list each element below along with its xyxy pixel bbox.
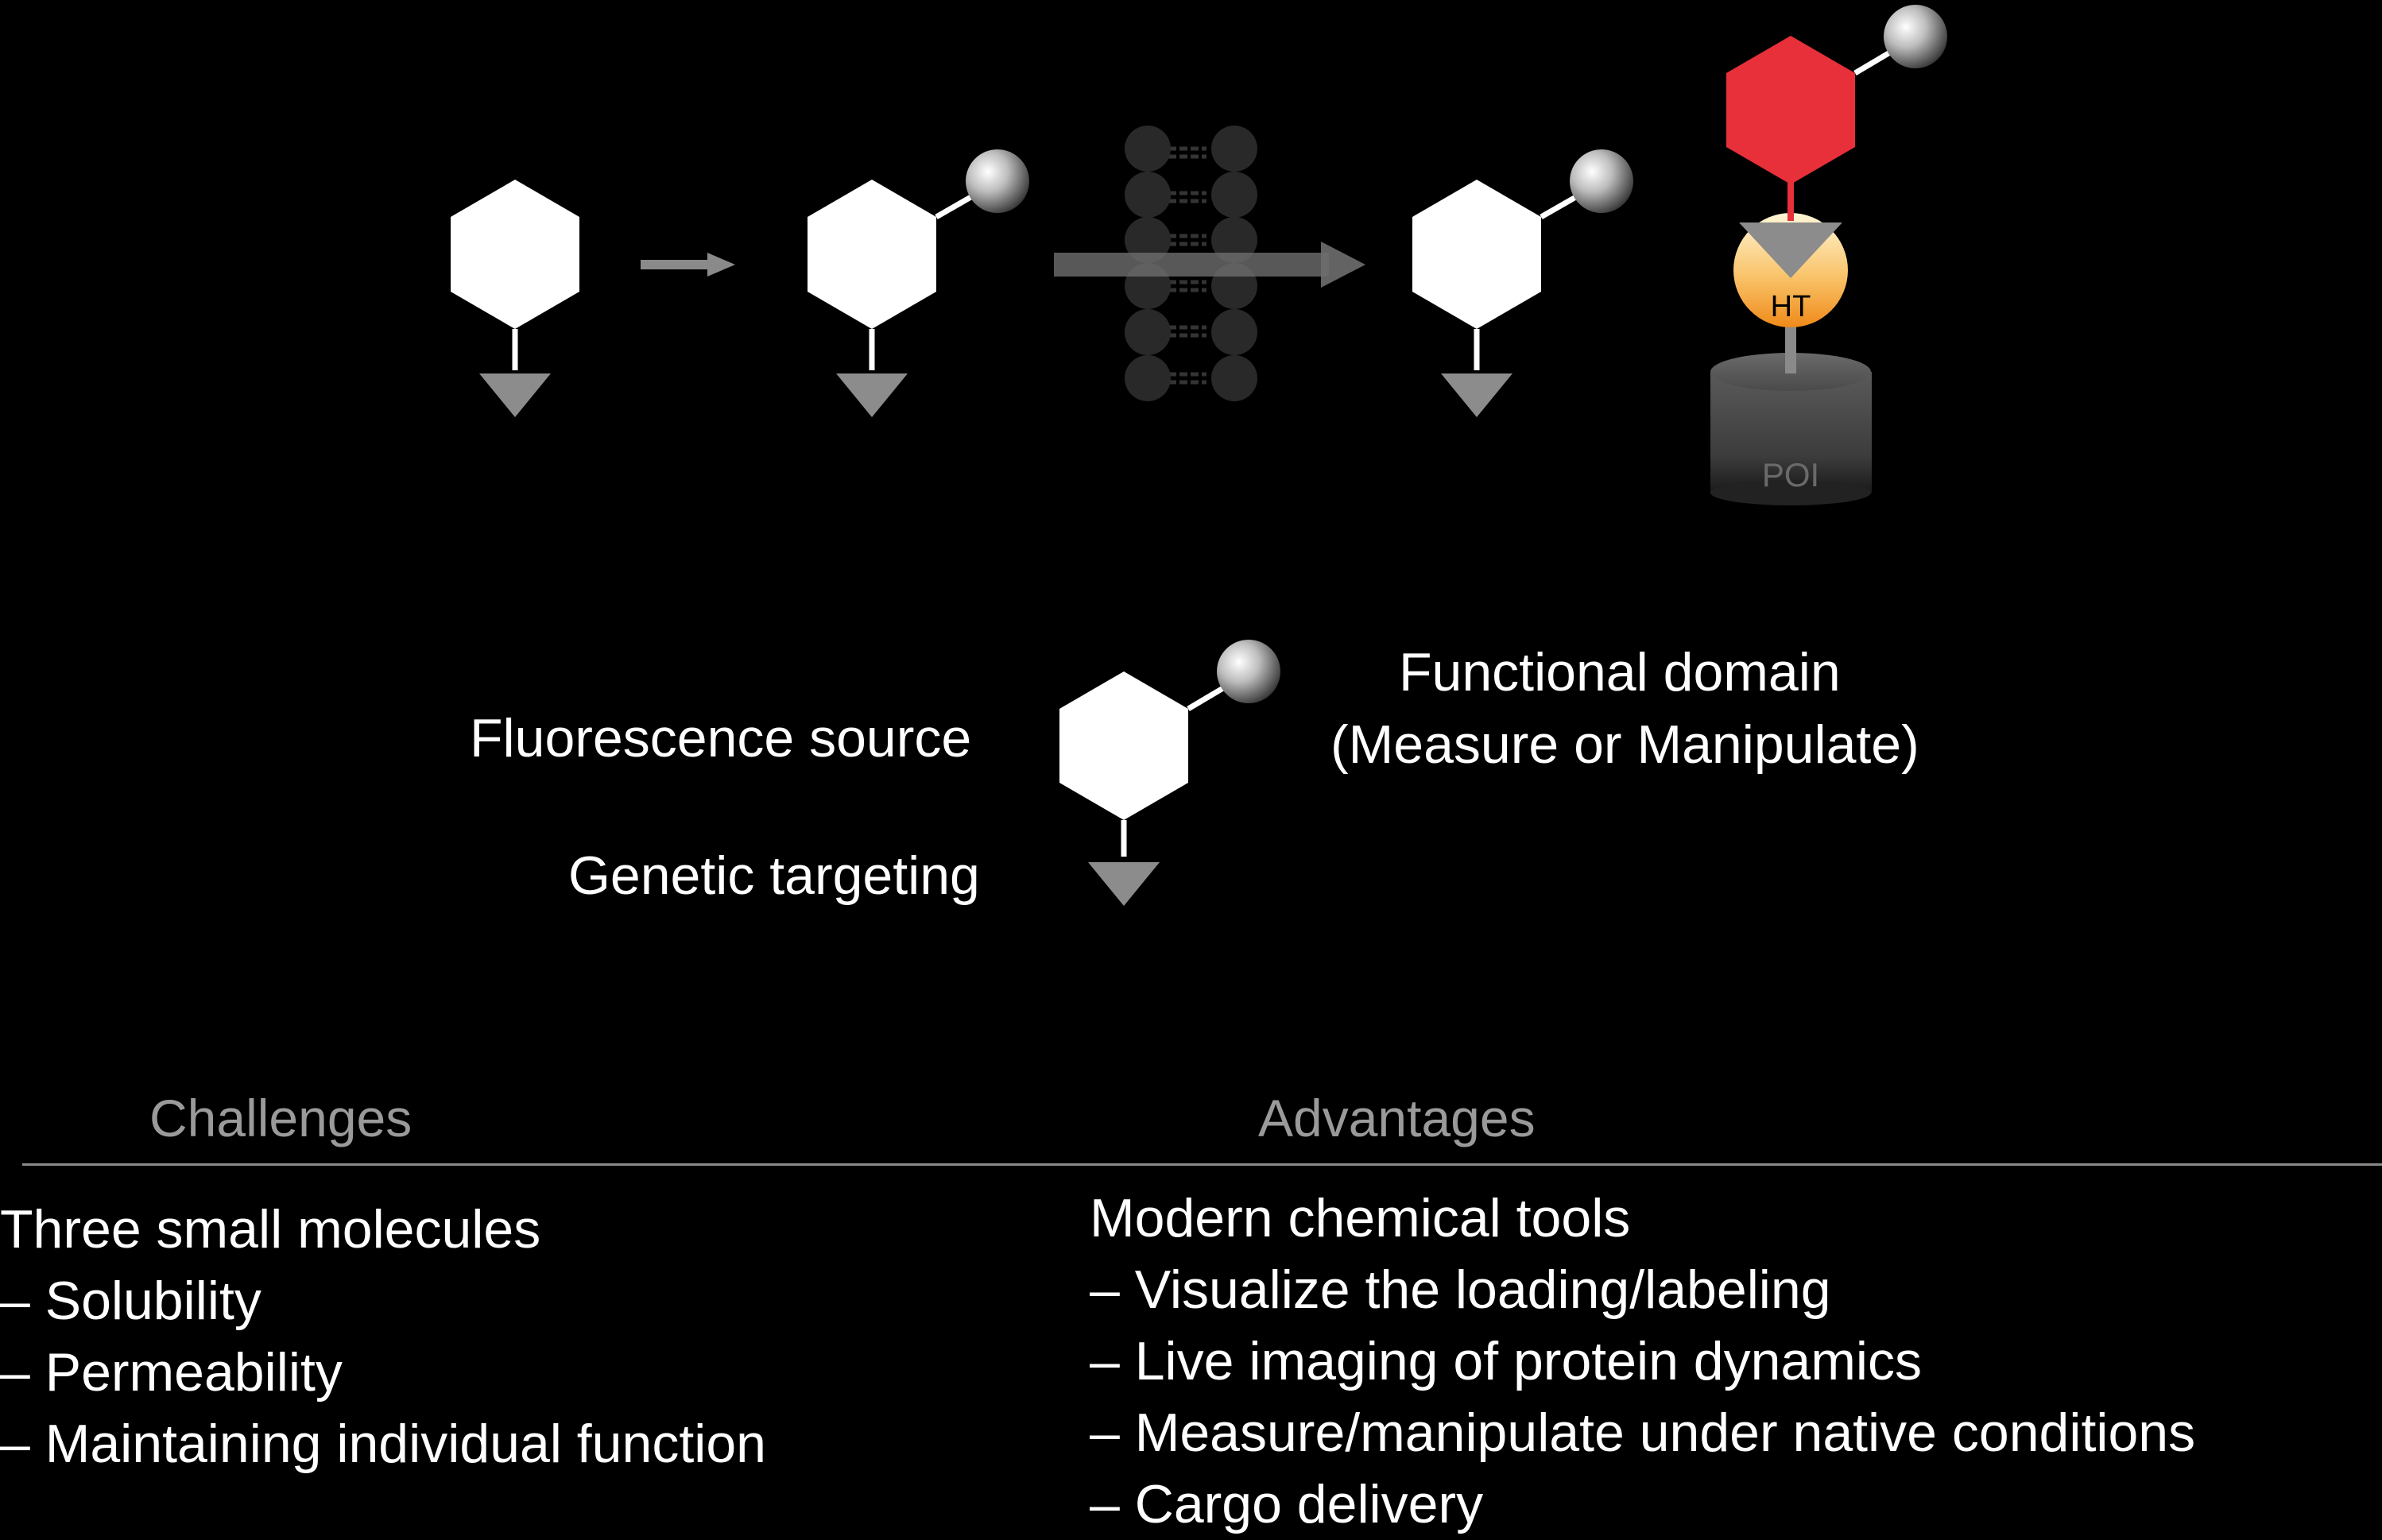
molecule-with-functional-domain <box>808 149 1029 417</box>
list-item: – Maintaining individual function <box>0 1414 766 1474</box>
functional-domain-ball <box>966 149 1029 213</box>
arrow-membrane-crossing <box>1054 242 1365 288</box>
membrane-lipid-pair <box>1125 172 1257 218</box>
targeting-triangle <box>479 373 551 417</box>
molecule-inside-cell <box>1412 149 1633 417</box>
functional-domain-label: Functional domain <box>1399 642 1841 702</box>
list-item: – Measure/manipulate under native condit… <box>1090 1403 2196 1463</box>
membrane-lipid-pair <box>1125 217 1257 263</box>
functional-domain-ball <box>1217 640 1280 703</box>
halotag-label: HT <box>1771 290 1811 323</box>
targeting-triangle <box>1088 862 1160 906</box>
genetic-targeting-label: Genetic targeting <box>568 845 980 906</box>
list-item: Modern chemical tools <box>1090 1188 1631 1248</box>
advantages-header: Advantages <box>1258 1089 1536 1147</box>
arrow-step-1 <box>641 253 735 277</box>
molecule-fluorophore-targeting <box>451 180 579 417</box>
halotag-stalk <box>1785 324 1796 373</box>
functional-domain-ball <box>1570 149 1633 213</box>
functional-domain-ball <box>1884 5 1947 68</box>
challenges-list: Three small molecules – Solubility – Per… <box>0 1194 766 1480</box>
list-item: – Solubility <box>0 1271 261 1331</box>
cell-membrane <box>1125 126 1257 401</box>
membrane-lipid-pair <box>1125 309 1257 355</box>
targeting-triangle <box>1739 222 1842 278</box>
functional-red-hexagon <box>1726 36 1855 184</box>
advantages-list: Modern chemical tools – Visualize the lo… <box>1090 1182 2195 1540</box>
list-item: Three small molecules <box>0 1199 541 1259</box>
fluorophore-hexagon <box>1059 671 1188 820</box>
list-item: – Visualize the loading/labeling <box>1090 1259 1831 1320</box>
fluorescence-source-label: Fluorescence source <box>470 708 972 768</box>
fluorophore-hexagon <box>451 180 579 329</box>
targeting-triangle <box>1441 373 1512 417</box>
poi-label: POI <box>1762 456 1819 493</box>
section-divider <box>22 1163 2382 1166</box>
list-item: – Permeability <box>0 1342 343 1403</box>
poi-cylinder <box>1710 353 1872 505</box>
fluorophore-hexagon <box>1412 180 1541 329</box>
list-item: – Cargo delivery <box>1090 1474 1484 1534</box>
functional-domain-sublabel: (Measure or Manipulate) <box>1330 714 1919 775</box>
molecule-bound-to-halotag: POI HT <box>1710 5 1947 505</box>
legend-molecule <box>1059 640 1280 906</box>
list-item: – Live imaging of protein dynamics <box>1090 1331 1922 1391</box>
challenges-header: Challenges <box>149 1089 412 1147</box>
membrane-lipid-pair <box>1125 355 1257 401</box>
membrane-lipid-pair <box>1125 126 1257 172</box>
fluorophore-hexagon <box>808 180 936 329</box>
targeting-triangle <box>836 373 908 417</box>
